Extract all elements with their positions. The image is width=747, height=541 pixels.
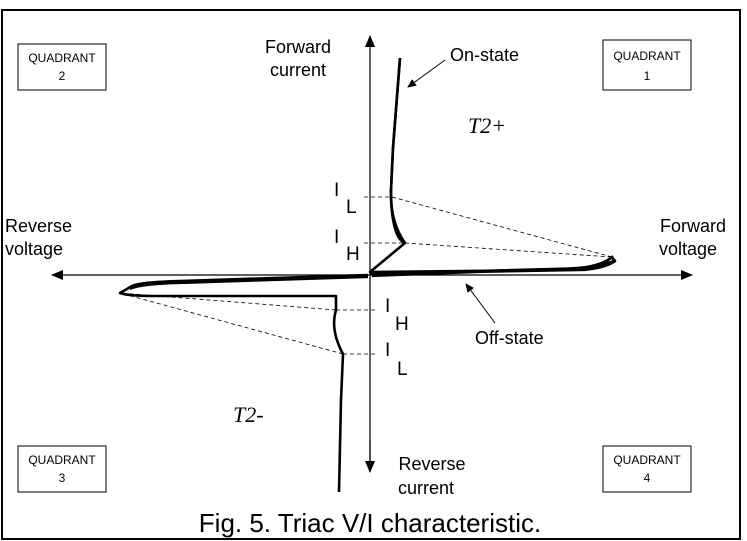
off-state-curve-positive xyxy=(371,255,616,278)
il-lower-label: I L xyxy=(385,340,408,380)
quadrant-4-number: 4 xyxy=(644,471,651,485)
quadrant-1-word: QUADRANT xyxy=(613,49,681,63)
forward-current-label-line2: current xyxy=(270,60,326,80)
quadrant-2-number: 2 xyxy=(59,69,66,83)
svg-text:H: H xyxy=(346,244,360,265)
forward-voltage-label-line1: Forward xyxy=(660,216,726,236)
characteristic-curve-t2-minus xyxy=(118,273,369,493)
svg-text:I: I xyxy=(385,340,390,361)
quadrant-1-box: QUADRANT 1 xyxy=(602,39,692,91)
quadrant-3-box: QUADRANT 3 xyxy=(17,445,107,493)
quadrant-2-box: QUADRANT 2 xyxy=(17,43,107,91)
quadrant-1-number: 1 xyxy=(644,69,651,83)
forward-voltage-label-line2: voltage xyxy=(659,239,717,259)
off-state-label: Off-state xyxy=(475,328,544,348)
il-upper-label: I L xyxy=(334,180,357,218)
characteristic-curve-main xyxy=(389,57,406,245)
svg-text:I: I xyxy=(385,296,390,317)
figure-frame xyxy=(1,9,741,540)
t2-minus-label: T2- xyxy=(233,402,264,427)
svg-text:L: L xyxy=(397,359,408,380)
quadrant-4-box: QUADRANT 4 xyxy=(602,445,692,493)
on-state-label: On-state xyxy=(450,45,519,65)
off-state-curve-negative xyxy=(129,275,369,291)
svg-text:L: L xyxy=(346,197,357,218)
t2-plus-label: T2+ xyxy=(468,113,506,138)
on-state-pointer xyxy=(407,59,446,88)
svg-text:I: I xyxy=(334,227,339,248)
forward-current-label-line1: Forward xyxy=(265,37,331,57)
quadrant-3-word: QUADRANT xyxy=(28,453,96,467)
quadrant-2-word: QUADRANT xyxy=(28,51,96,65)
characteristic-curve-t2-plus xyxy=(368,57,617,276)
quadrant-4-word: QUADRANT xyxy=(613,453,681,467)
quadrant-3-number: 3 xyxy=(59,471,66,485)
reverse-voltage-label-line2: voltage xyxy=(5,239,63,259)
reverse-current-label-line2: current xyxy=(398,478,454,498)
svg-text:H: H xyxy=(395,314,409,335)
dashed-reference-lines xyxy=(119,196,613,355)
off-state-pointer xyxy=(465,283,496,324)
reverse-voltage-label-line1: Reverse xyxy=(5,216,72,236)
ih-upper-label: I H xyxy=(334,227,360,265)
svg-text:I: I xyxy=(334,180,339,201)
figure-caption: Fig. 5. Triac V/I characteristic. xyxy=(199,508,541,538)
reverse-current-label-line1: Reverse xyxy=(398,454,465,474)
ih-lower-label: I H xyxy=(385,296,409,335)
